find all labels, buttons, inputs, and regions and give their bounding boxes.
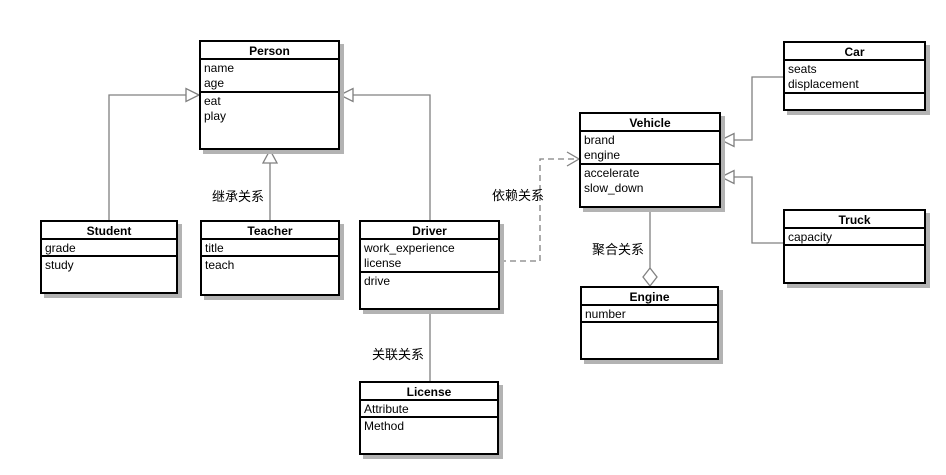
label-aggregation: 聚合关系: [592, 242, 645, 257]
attribute-line: Attribute: [364, 402, 409, 416]
class-driver[interactable]: Driver work_experience license drive: [359, 220, 500, 310]
attributes-compartment: capacity: [785, 229, 924, 246]
method-line: slow_down: [584, 181, 644, 195]
connector-student-person-inheritance: [108, 87, 201, 220]
label-inheritance: 继承关系: [212, 189, 265, 204]
methods-compartment: Method: [361, 418, 497, 453]
attribute-line: name: [204, 61, 235, 75]
class-title: Truck: [785, 211, 924, 229]
connector-truck-vehicle-inheritance: [719, 169, 783, 244]
attributes-compartment: seats displacement: [785, 61, 924, 94]
class-title: License: [361, 383, 497, 401]
methods-compartment: eat play: [201, 93, 338, 148]
attributes-compartment: name age: [201, 60, 338, 93]
class-person[interactable]: Person name age eat play: [199, 40, 340, 150]
class-truck[interactable]: Truck capacity: [783, 209, 926, 284]
class-title: Person: [201, 42, 338, 60]
class-engine[interactable]: Engine number: [580, 286, 719, 360]
method-line: study: [45, 258, 74, 272]
attribute-line: brand: [584, 133, 615, 147]
class-license[interactable]: License Attribute Method: [359, 381, 499, 455]
connector-driver-vehicle-dependency: [500, 151, 581, 262]
methods-compartment: [785, 94, 924, 109]
class-title: Student: [42, 222, 176, 240]
attribute-line: age: [204, 76, 225, 90]
class-title: Driver: [361, 222, 498, 240]
class-car[interactable]: Car seats displacement: [783, 41, 926, 111]
class-vehicle[interactable]: Vehicle brand engine accelerate slow_dow…: [579, 112, 721, 208]
attributes-compartment: work_experience license: [361, 240, 498, 273]
connector-car-vehicle-inheritance: [719, 76, 783, 148]
methods-compartment: teach: [202, 257, 338, 294]
methods-compartment: drive: [361, 273, 498, 308]
attribute-line: displacement: [788, 77, 859, 91]
attribute-line: license: [364, 256, 402, 270]
method-line: Method: [364, 419, 405, 433]
attribute-line: engine: [584, 148, 621, 162]
class-title: Engine: [582, 288, 717, 306]
attributes-compartment: title: [202, 240, 338, 257]
attribute-line: grade: [45, 241, 76, 255]
class-student[interactable]: Student grade study: [40, 220, 178, 294]
methods-compartment: study: [42, 257, 176, 292]
methods-compartment: accelerate slow_down: [581, 165, 719, 206]
attributes-compartment: brand engine: [581, 132, 719, 165]
attributes-compartment: Attribute: [361, 401, 497, 418]
attributes-compartment: number: [582, 306, 717, 323]
attribute-line: work_experience: [364, 241, 455, 255]
attribute-line: seats: [788, 62, 817, 76]
method-line: play: [204, 109, 227, 123]
attribute-line: title: [205, 241, 224, 255]
method-line: drive: [364, 274, 391, 288]
class-title: Vehicle: [581, 114, 719, 132]
connector-driver-person-inheritance: [338, 87, 431, 220]
connector-teacher-person-inheritance: [261, 148, 279, 220]
attribute-line: capacity: [788, 230, 833, 244]
method-line: accelerate: [584, 166, 640, 180]
methods-compartment: [582, 323, 717, 358]
method-line: teach: [205, 258, 235, 272]
connector-vehicle-engine-aggregation: [642, 208, 658, 288]
label-dependency: 依赖关系: [492, 188, 545, 203]
class-teacher[interactable]: Teacher title teach: [200, 220, 340, 296]
attributes-compartment: grade: [42, 240, 176, 257]
class-title: Teacher: [202, 222, 338, 240]
methods-compartment: [785, 246, 924, 282]
attribute-line: number: [585, 307, 626, 321]
method-line: eat: [204, 94, 221, 108]
class-title: Car: [785, 43, 924, 61]
label-association: 关联关系: [372, 347, 425, 362]
